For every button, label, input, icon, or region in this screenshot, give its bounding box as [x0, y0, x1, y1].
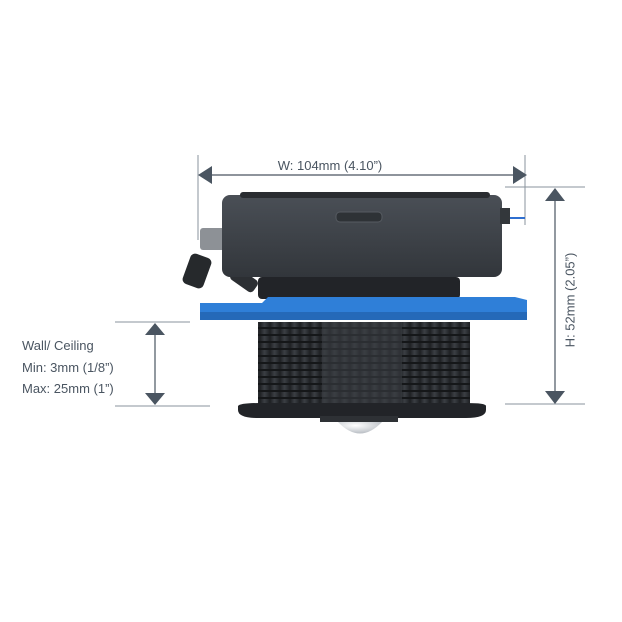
width-dimension-arrow [198, 166, 527, 184]
knurled-nut [182, 253, 212, 289]
wall-thickness-arrow [145, 323, 165, 405]
bottom-flange [238, 403, 486, 418]
extension-lines [115, 155, 585, 407]
mounting-ring [258, 277, 460, 299]
wall-min: Min: 3mm (1/8”) [22, 359, 114, 375]
wall-title: Wall/ Ceiling [22, 338, 94, 353]
wall-thickness-label: Wall/ Ceiling Min: 3mm (1/8”) Max: 25mm … [22, 335, 114, 400]
wall-max: Max: 25mm (1”) [22, 381, 114, 396]
lens-dome [338, 422, 382, 434]
bnc-connector [200, 228, 226, 250]
housing [222, 195, 502, 277]
height-dimension-arrow [545, 188, 565, 404]
width-label: W: 104mm (4.10”) [277, 158, 383, 173]
sensor-device [182, 192, 527, 434]
height-label: H: 52mm (2.05”) [562, 252, 578, 348]
